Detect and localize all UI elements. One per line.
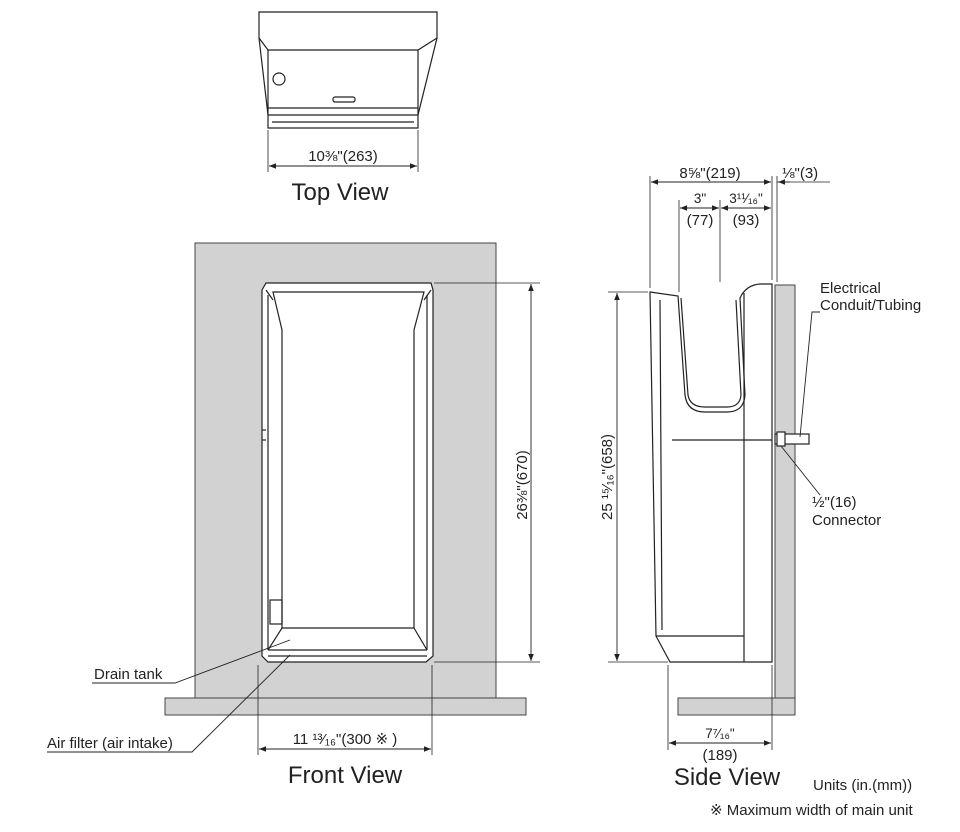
side-wall [774, 284, 796, 699]
connector-callout-line2: Connector [812, 512, 881, 529]
front-view-title: Front View [288, 762, 403, 789]
side-height-dim-label: 25 ¹⁵⁄₁₆"(658) [599, 434, 616, 520]
top-view-title: Top View [292, 179, 390, 206]
air-filter-leader [47, 654, 291, 753]
electrical-conduit [774, 433, 810, 445]
side-unit-outline [649, 283, 773, 663]
front-width-dim-label: 11 ¹³⁄₁₆"(300 ※ ) [293, 731, 398, 748]
connector-leader [780, 445, 821, 496]
side-gap-dim-label: ⅛"(3) [782, 165, 818, 182]
side-floor [677, 697, 796, 716]
top-width-dim-label: 10⅜"(263) [308, 148, 378, 165]
front-height-dim-label: 26⅜"(670) [514, 450, 531, 520]
front-side-panel [269, 599, 283, 625]
side-view-title: Side View [674, 764, 781, 791]
conduit-leader [799, 311, 820, 438]
drain-tank-callout: Drain tank [94, 666, 163, 683]
drain-tank-leader [92, 639, 291, 684]
front-floor [164, 697, 527, 716]
air-filter-callout: Air filter (air intake) [47, 735, 173, 752]
top-view-outline [258, 11, 438, 129]
side-base-mm-label: (189) [702, 747, 737, 764]
side-depth-dim-label: 8⅝"(219) [679, 165, 740, 182]
slot-left-mm-label: (77) [687, 212, 714, 229]
side-base-in-label: 7⁷⁄₁₆" [705, 726, 735, 741]
top-view [258, 11, 438, 172]
side-view [608, 176, 830, 750]
top-view-button [272, 72, 286, 86]
conduit-callout-line1: Electrical [820, 280, 881, 297]
connector [776, 431, 786, 447]
connector-callout-line1: ½"(16) [812, 494, 857, 511]
top-view-slot [332, 96, 356, 103]
slot-right-in-label: 3¹¹⁄₁₆" [729, 191, 763, 206]
front-view [47, 242, 540, 755]
conduit-callout-line2: Conduit/Tubing [820, 297, 921, 314]
slot-left-in-label: 3" [694, 191, 707, 206]
footnote: ※ Maximum width of main unit [710, 802, 913, 819]
slot-right-mm-label: (93) [733, 212, 760, 229]
units-label: Units (in.(mm)) [813, 777, 912, 794]
